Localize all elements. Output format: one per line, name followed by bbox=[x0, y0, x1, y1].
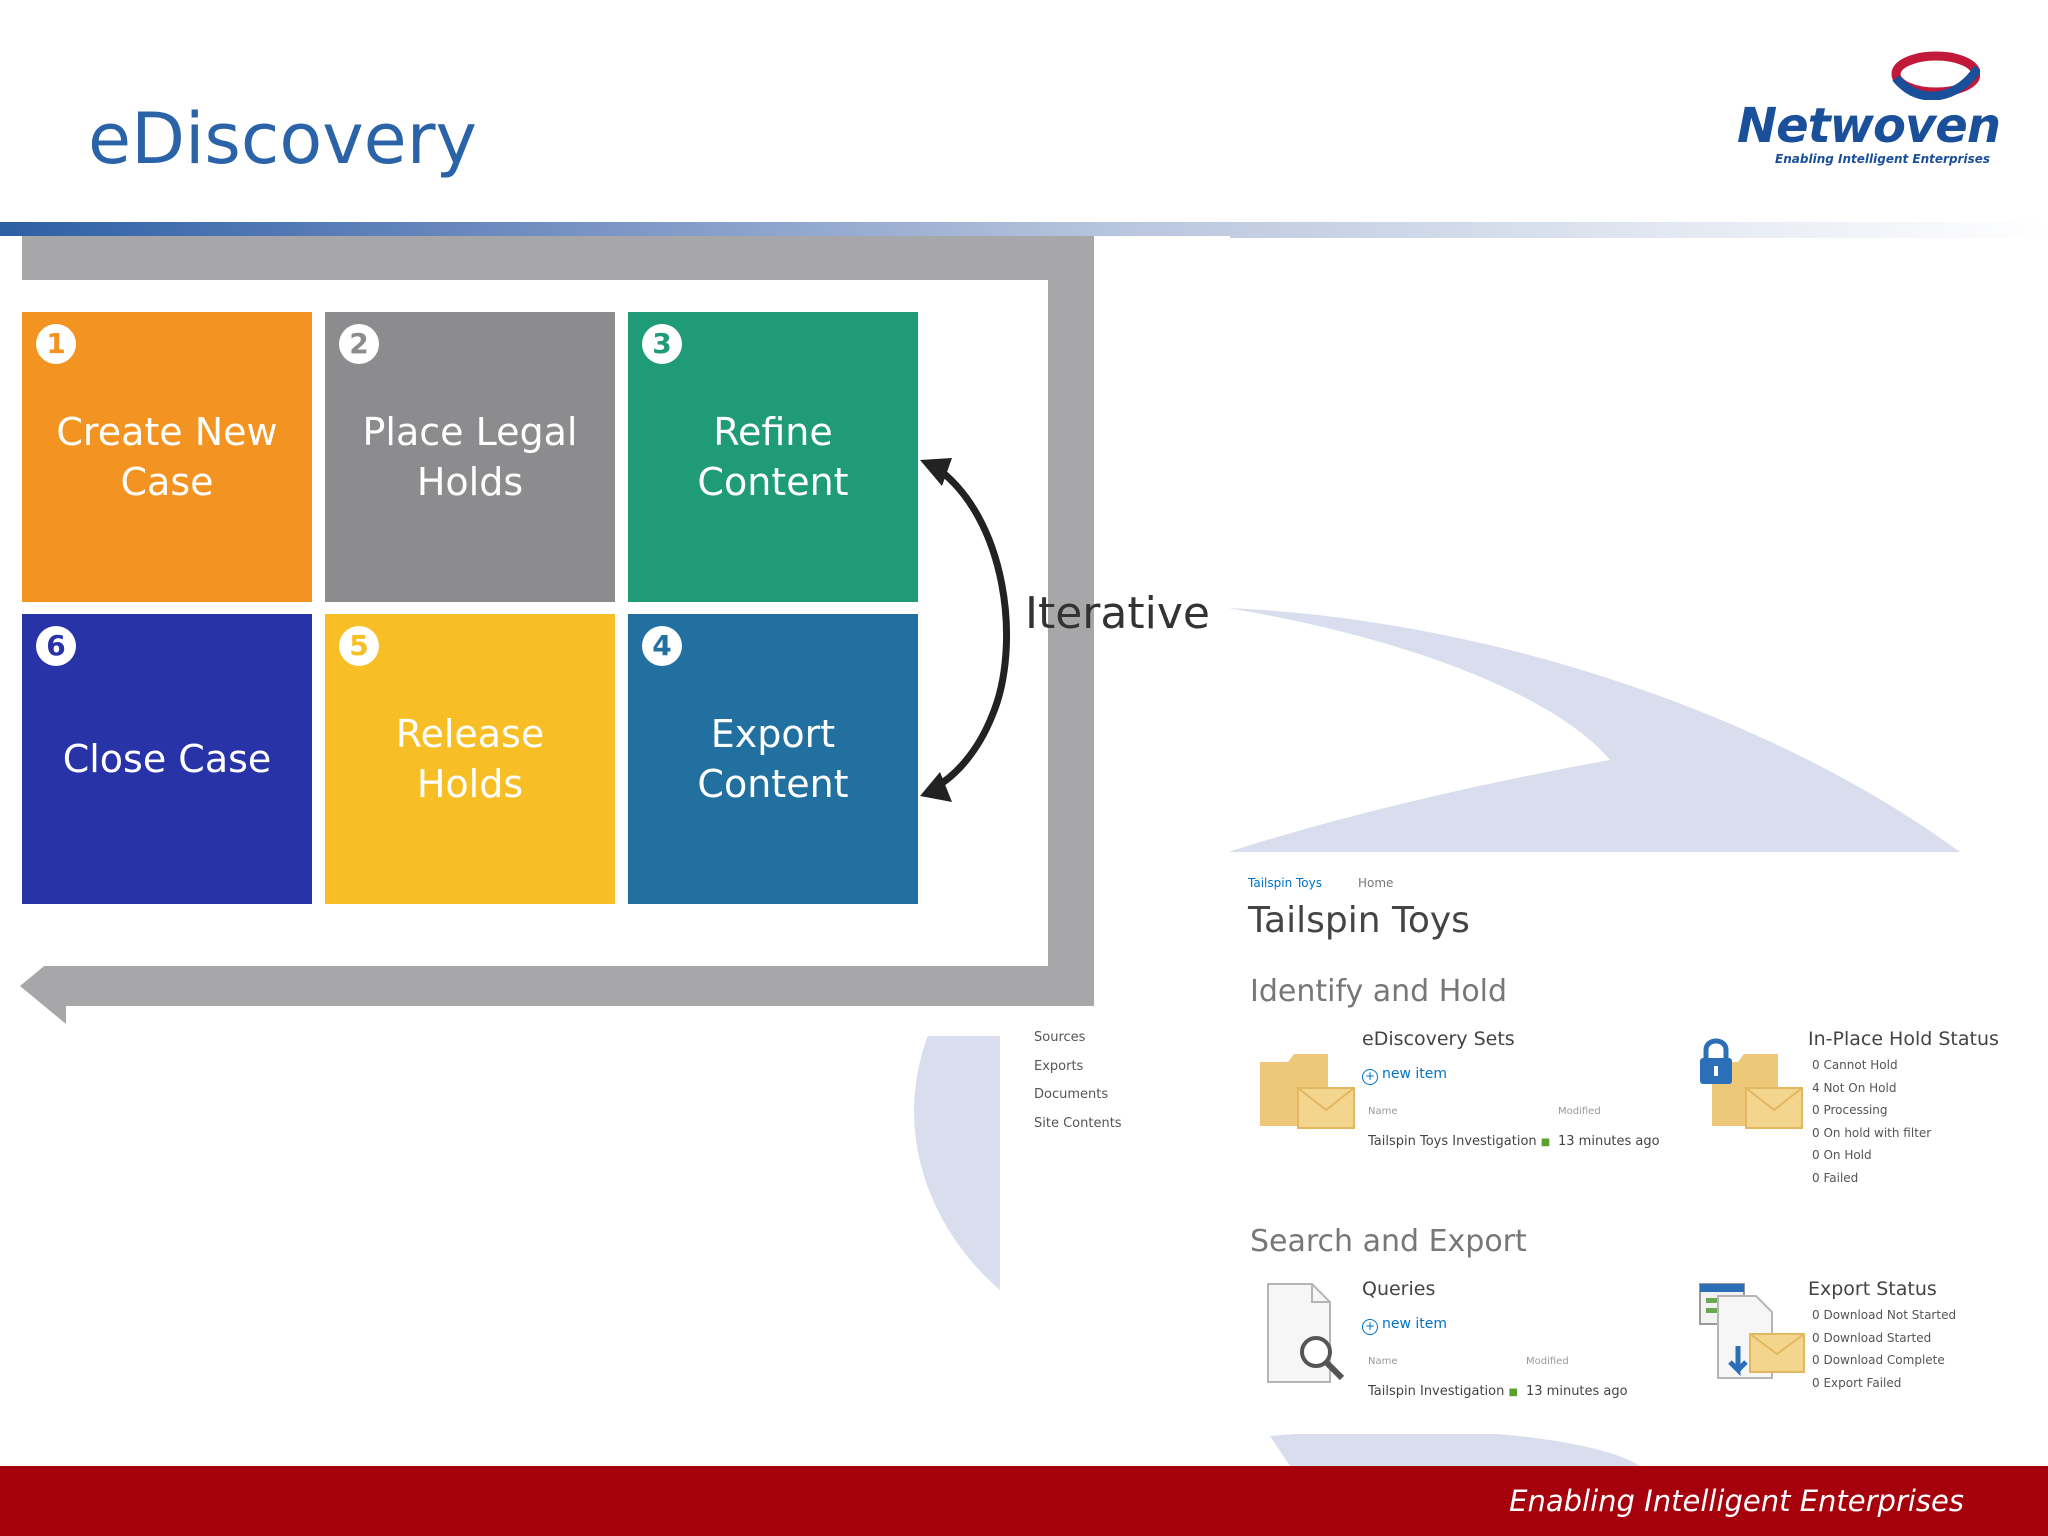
step-export-content: 4 Export Content bbox=[628, 614, 918, 904]
new-set-link[interactable]: +new item bbox=[1362, 1066, 1447, 1085]
queries-title: Queries bbox=[1362, 1278, 1436, 1300]
sharepoint-quick-launch: Sources Exports Documents Site Contents bbox=[1034, 1030, 1122, 1144]
logo-wordmark: Netwoven bbox=[1736, 98, 2001, 154]
new-query-link[interactable]: +new item bbox=[1362, 1316, 1447, 1335]
new-badge-icon: ■ bbox=[1540, 1137, 1551, 1148]
hold-status-item[interactable]: 0 Processing bbox=[1812, 1103, 1888, 1118]
step-number-badge: 2 bbox=[339, 324, 379, 364]
export-status-title: Export Status bbox=[1808, 1278, 1937, 1300]
step-label: Place Legal Holds bbox=[362, 410, 578, 504]
step-number-badge: 4 bbox=[642, 626, 682, 666]
new-badge-icon: ■ bbox=[1508, 1387, 1518, 1398]
step-number-badge: 5 bbox=[339, 626, 379, 666]
step-place-legal-holds: 2 Place Legal Holds bbox=[325, 312, 615, 602]
new-item-label: new item bbox=[1382, 1316, 1448, 1332]
export-status-item[interactable]: 0 Download Started bbox=[1812, 1330, 1932, 1345]
footer-tagline: Enabling Intelligent Enterprises bbox=[1509, 1484, 1964, 1518]
slide-title: eDiscovery bbox=[88, 98, 477, 180]
step-label: Release Holds bbox=[395, 712, 545, 806]
step-close-case: 6 Close Case bbox=[22, 614, 312, 904]
step-label: Create New Case bbox=[56, 410, 278, 504]
title-underline-bar bbox=[0, 222, 2048, 238]
logo-swirl-icon bbox=[1891, 51, 1980, 100]
ediscovery-sets-folder-icon bbox=[1260, 1054, 1355, 1129]
queries-search-document-icon bbox=[1267, 1283, 1345, 1383]
hold-status-list: 0 Cannot Hold 4 Not On Hold 0 Processing… bbox=[1812, 1054, 1931, 1190]
cycle-frame-right bbox=[1048, 236, 1094, 1006]
set-row-name-link[interactable]: Tailspin Toys Investigation ■ bbox=[1368, 1134, 1551, 1149]
hold-status-item[interactable]: 0 Failed bbox=[1812, 1170, 1859, 1185]
nav-link-sources[interactable]: Sources bbox=[1034, 1030, 1086, 1045]
column-header-name: Name bbox=[1368, 1106, 1398, 1117]
step-label: Refine Content bbox=[697, 410, 849, 504]
hold-status-lock-folder-icon bbox=[1700, 1038, 1803, 1129]
site-title: Tailspin Toys bbox=[1248, 900, 1470, 941]
iterative-curved-arrow-icon bbox=[920, 458, 1011, 802]
step-create-new-case: 1 Create New Case bbox=[22, 312, 312, 602]
step-refine-content: 3 Refine Content bbox=[628, 312, 918, 602]
plus-icon: + bbox=[1362, 1319, 1378, 1335]
step-number-badge: 1 bbox=[36, 324, 76, 364]
netwoven-logo: Netwoven Enabling Intelligent Enterprise… bbox=[1700, 48, 2001, 168]
section-heading-search: Search and Export bbox=[1250, 1224, 1527, 1259]
cycle-frame-top bbox=[22, 236, 1094, 280]
export-status-item[interactable]: 0 Download Not Started bbox=[1812, 1308, 1957, 1322]
nav-link-documents[interactable]: Documents bbox=[1034, 1087, 1109, 1103]
hold-status-item[interactable]: 4 Not On Hold bbox=[1812, 1080, 1897, 1095]
hold-status-item[interactable]: 0 On hold with filter bbox=[1812, 1125, 1932, 1140]
sharepoint-ediscovery-screenshot: Tailspin Toys Home Tailspin Toys Identif… bbox=[1228, 864, 2048, 1434]
breadcrumb-site-link[interactable]: Tailspin Toys bbox=[1248, 876, 1322, 890]
column-header-name: Name bbox=[1368, 1356, 1398, 1367]
ediscovery-sets-title: eDiscovery Sets bbox=[1362, 1028, 1515, 1050]
new-item-label: new item bbox=[1382, 1066, 1448, 1082]
set-row-modified: 13 minutes ago bbox=[1558, 1134, 1660, 1149]
column-header-modified: Modified bbox=[1558, 1106, 1601, 1117]
step-release-holds: 5 Release Holds bbox=[325, 614, 615, 904]
hold-status-title: In-Place Hold Status bbox=[1808, 1028, 1999, 1050]
export-status-document-mail-icon bbox=[1699, 1283, 1805, 1379]
step-label: Close Case bbox=[62, 737, 272, 781]
nav-link-site-contents[interactable]: Site Contents bbox=[1034, 1115, 1122, 1131]
iterative-label: Iterative bbox=[1025, 588, 1210, 639]
nav-link-exports[interactable]: Exports bbox=[1034, 1058, 1084, 1074]
column-header-modified: Modified bbox=[1526, 1356, 1569, 1367]
section-heading-identify: Identify and Hold bbox=[1250, 974, 1508, 1009]
breadcrumb-home[interactable]: Home bbox=[1358, 876, 1394, 890]
query-row-modified: 13 minutes ago bbox=[1526, 1384, 1628, 1399]
export-status-item[interactable]: 0 Download Complete bbox=[1812, 1353, 1945, 1368]
cycle-frame-bottom bbox=[60, 966, 1094, 1006]
step-label: Export Content bbox=[697, 712, 849, 806]
step-number-badge: 6 bbox=[36, 626, 76, 666]
hold-status-item[interactable]: 0 Cannot Hold bbox=[1812, 1058, 1898, 1072]
export-status-list: 0 Download Not Started 0 Download Starte… bbox=[1812, 1304, 1956, 1394]
footer-bar: Enabling Intelligent Enterprises bbox=[0, 1466, 2048, 1536]
export-status-item[interactable]: 0 Export Failed bbox=[1812, 1375, 1902, 1390]
query-row-name-link[interactable]: Tailspin Investigation ■ bbox=[1368, 1384, 1518, 1399]
plus-icon: + bbox=[1362, 1069, 1378, 1085]
step-number-badge: 3 bbox=[642, 324, 682, 364]
logo-tagline: Enabling Intelligent Enterprises bbox=[1775, 152, 1990, 166]
ediscovery-process-diagram: 1 Create New Case 2 Place Legal Holds 3 … bbox=[0, 236, 1230, 1036]
hold-status-item[interactable]: 0 On Hold bbox=[1812, 1148, 1872, 1163]
